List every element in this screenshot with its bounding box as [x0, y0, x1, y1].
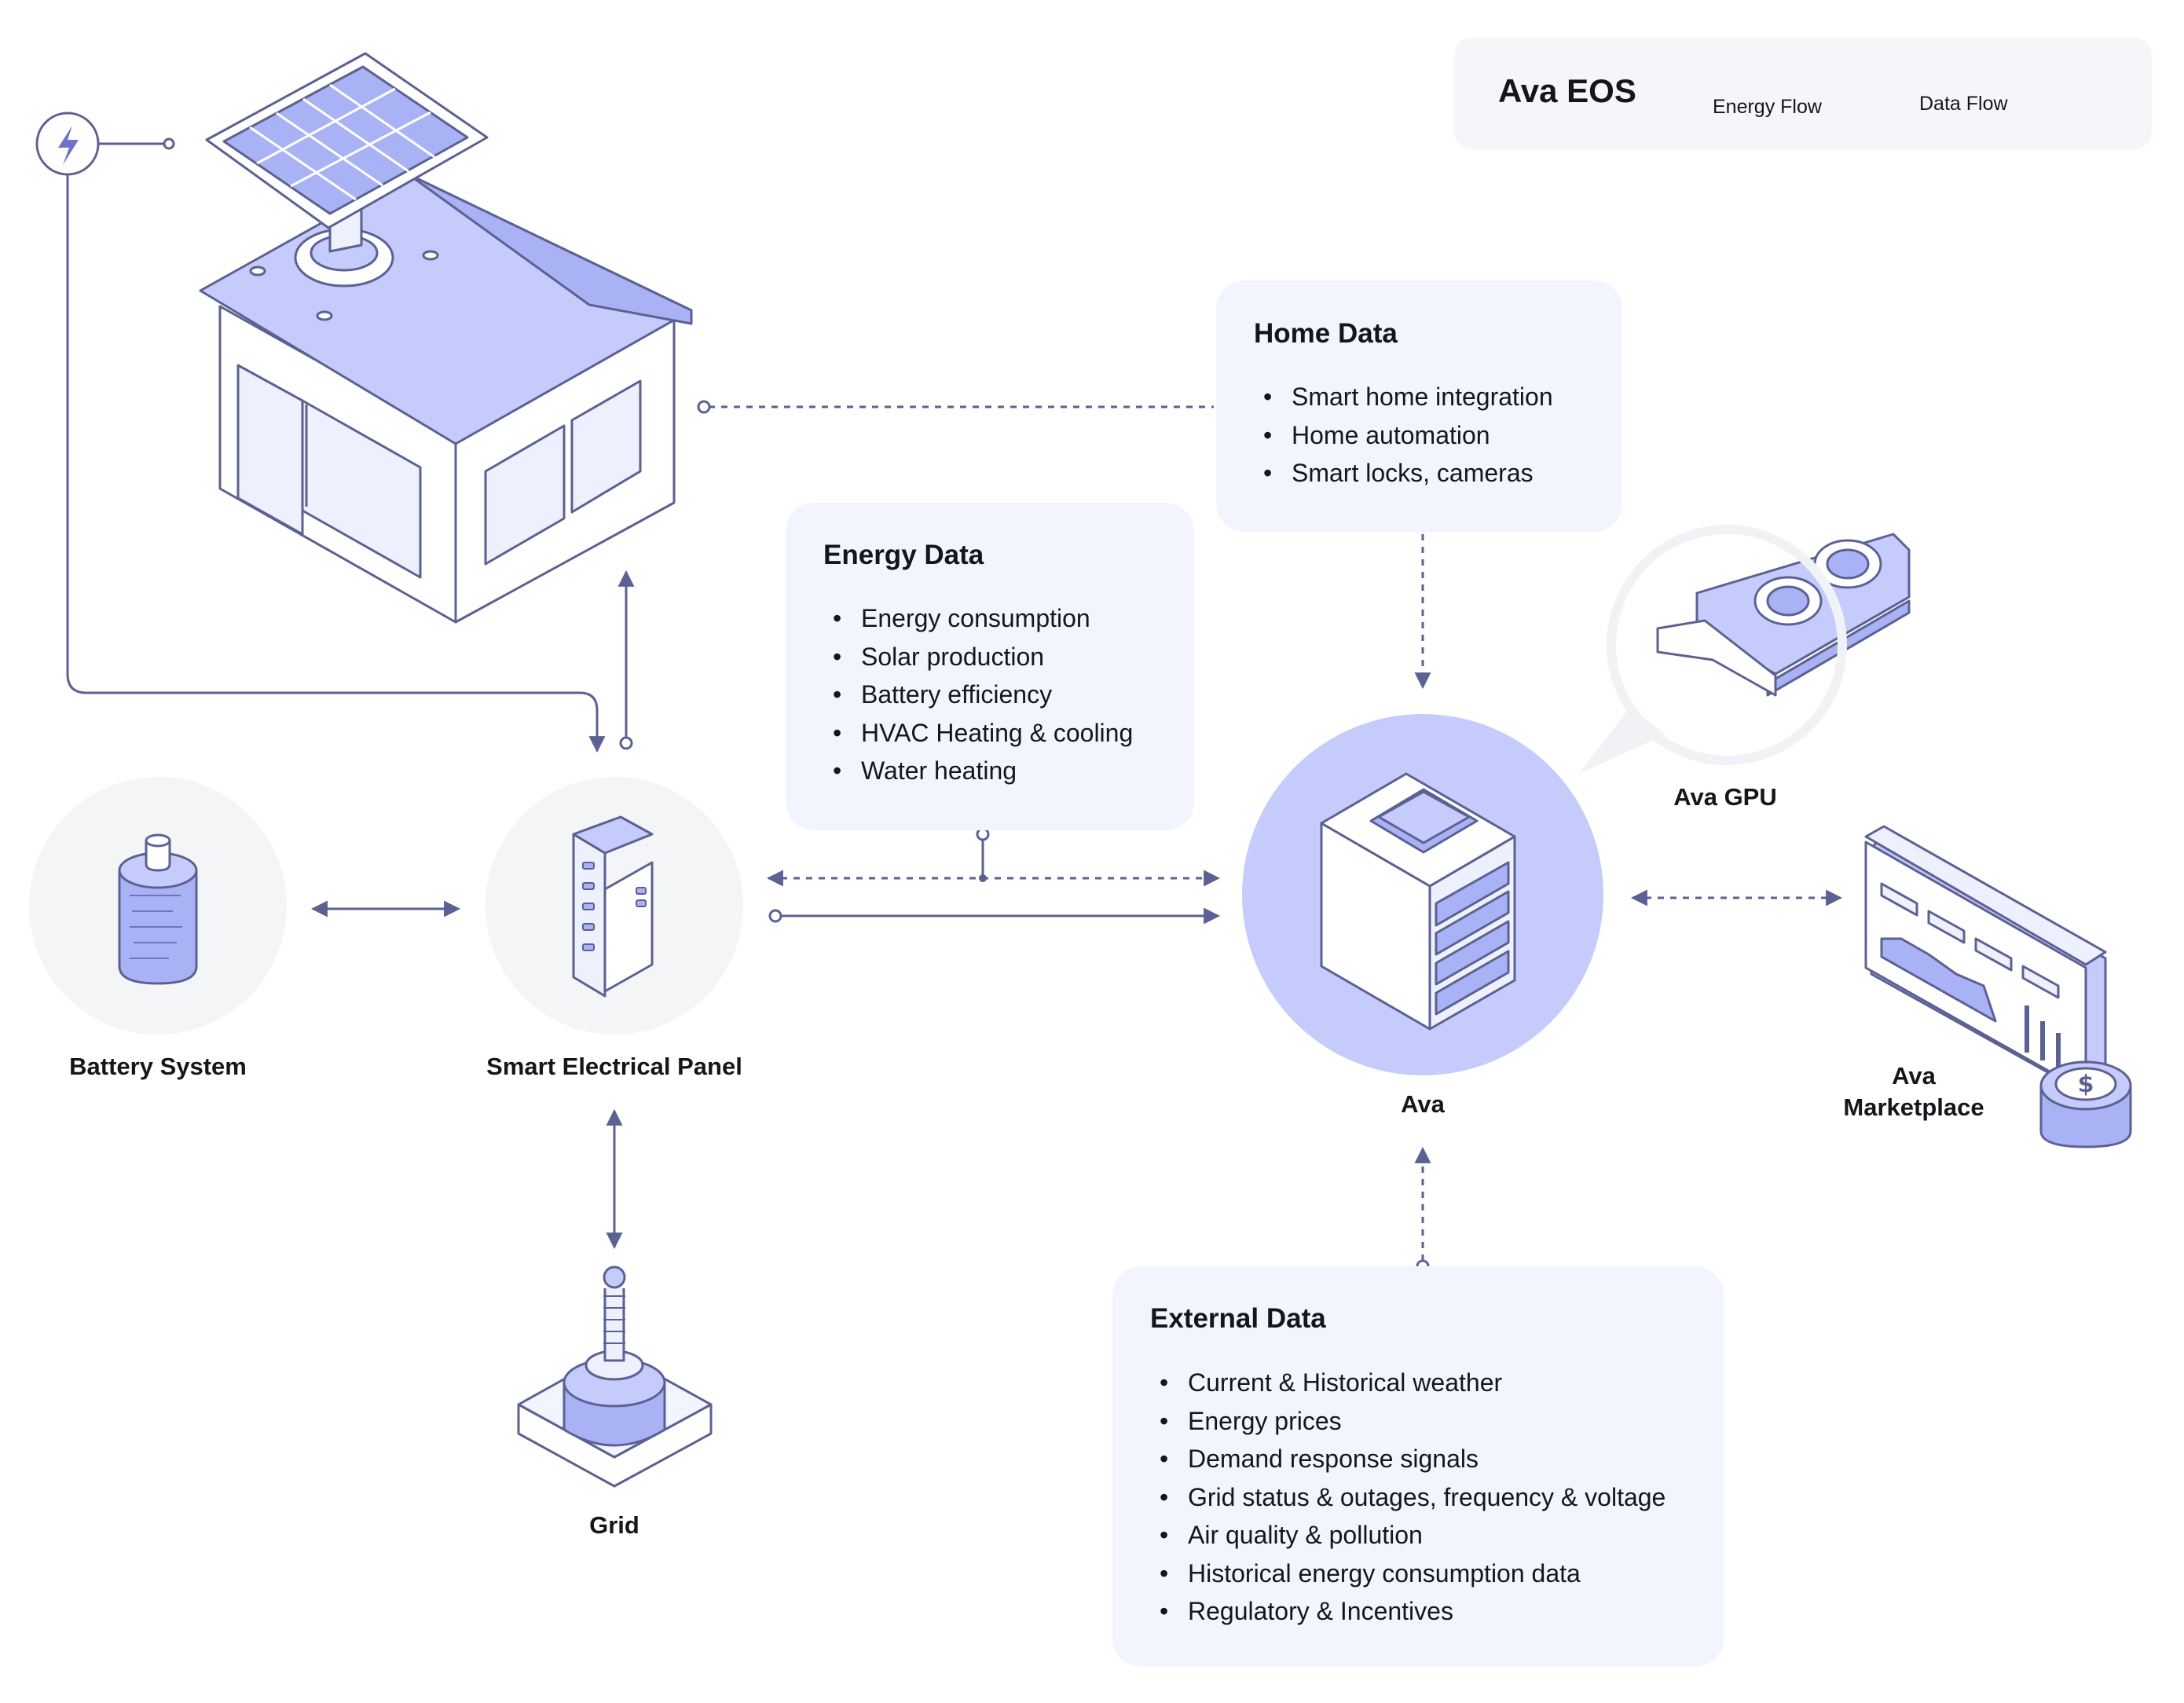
external-data-item: Air quality & pollution	[1150, 1516, 1665, 1555]
smart-electrical-panel-label: Smart Electrical Panel	[486, 1053, 742, 1080]
energy-data-item: Energy consumption	[823, 599, 1133, 638]
energy-data-item: Solar production	[823, 638, 1133, 676]
home-data-item: Home automation	[1254, 416, 1553, 455]
electrical-panel-icon	[572, 815, 654, 998]
lightning-icon	[35, 112, 100, 176]
energy-flow-legend-label: Energy Flow	[1713, 96, 1822, 118]
external-data-card: External Data Current & Historical weath…	[1112, 1266, 1724, 1667]
legend-box	[1454, 38, 2152, 149]
home-data-item: Smart home integration	[1254, 378, 1553, 416]
coin-icon: $	[2039, 1060, 2132, 1148]
external-data-item: Demand response signals	[1150, 1440, 1665, 1478]
ava-label: Ava	[1401, 1090, 1445, 1118]
energy-data-list: Energy consumption Solar production Batt…	[823, 599, 1133, 790]
legend-title: Ava EOS	[1498, 72, 1636, 109]
battery-system-label: Battery System	[69, 1053, 247, 1080]
solar-house-icon	[199, 52, 693, 624]
external-data-item: Energy prices	[1150, 1402, 1665, 1441]
svg-text:$: $	[2078, 1071, 2094, 1098]
gpu-halo-circle	[1607, 525, 1847, 765]
ava-gpu-label: Ava GPU	[1673, 783, 1777, 811]
home-data-list: Smart home integration Home automation S…	[1254, 378, 1553, 493]
external-data-item: Grid status & outages, frequency & volta…	[1150, 1478, 1665, 1517]
external-data-item: Current & Historical weather	[1150, 1364, 1665, 1402]
home-data-item: Smart locks, cameras	[1254, 454, 1553, 493]
energy-data-item: Water heating	[823, 752, 1133, 790]
grid-transformer-icon	[517, 1265, 713, 1488]
data-flow-legend-label: Data Flow	[1919, 93, 2008, 115]
ava-marketplace-label-line1: Ava	[1892, 1062, 1936, 1090]
energy-data-item: Battery efficiency	[823, 676, 1133, 714]
external-data-title: External Data	[1150, 1303, 1326, 1334]
external-data-item: Historical energy consumption data	[1150, 1555, 1665, 1593]
energy-data-title: Energy Data	[823, 540, 984, 570]
home-data-card: Home Data Smart home integration Home au…	[1216, 280, 1622, 532]
home-data-title: Home Data	[1254, 318, 1398, 349]
marketplace-dashboard-icon	[1864, 825, 2107, 1097]
external-data-list: Current & Historical weather Energy pric…	[1150, 1364, 1665, 1631]
ava-marketplace-label: Ava Marketplace	[1796, 1060, 2032, 1123]
solar-energy-flow-line	[66, 174, 606, 753]
server-icon	[1320, 772, 1516, 1031]
grid-label: Grid	[589, 1511, 639, 1539]
external-data-item: Regulatory & Incentives	[1150, 1592, 1665, 1631]
ava-marketplace-label-line2: Marketplace	[1843, 1093, 1984, 1121]
energy-data-item: HVAC Heating & cooling	[823, 714, 1133, 753]
battery-icon	[118, 833, 198, 985]
energy-data-card: Energy Data Energy consumption Solar pro…	[786, 503, 1194, 830]
